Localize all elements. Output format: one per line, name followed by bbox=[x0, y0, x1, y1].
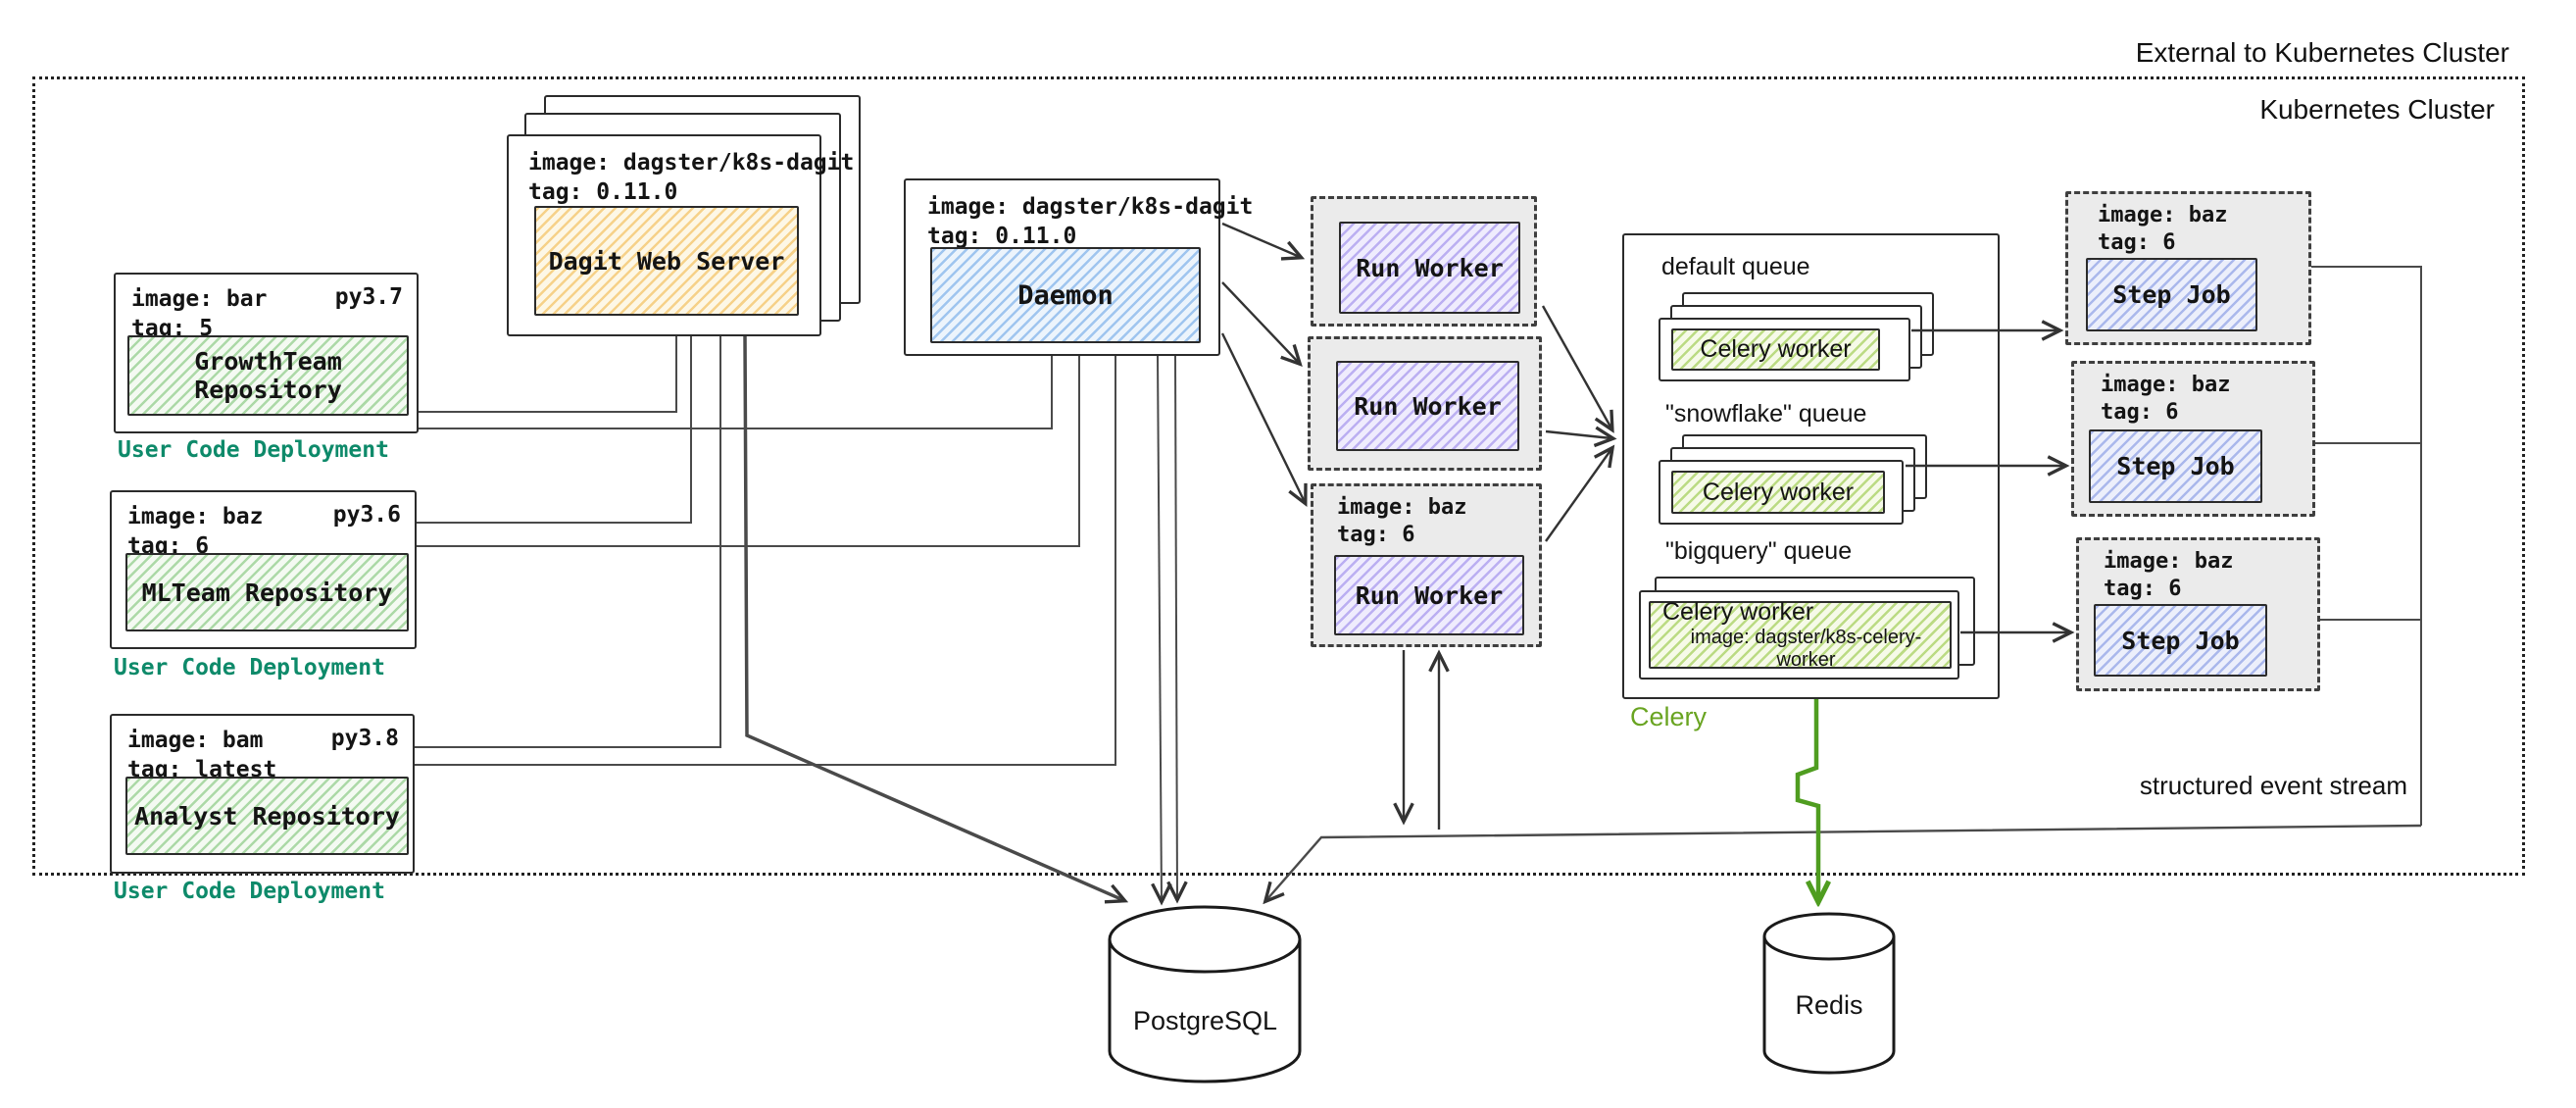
deployment-2-caption: User Code Deployment bbox=[114, 655, 385, 680]
run-worker-pod-2: Run Worker bbox=[1308, 336, 1542, 471]
step-job-3-image: image: baz bbox=[2104, 549, 2234, 574]
run-worker-3-box: Run Worker bbox=[1334, 555, 1524, 635]
bigquery-queue-label: "bigquery" queue bbox=[1665, 537, 1853, 565]
daemon-name: Daemon bbox=[1017, 279, 1114, 311]
celery-worker-name: Celery worker bbox=[1702, 478, 1855, 506]
step-job-1-box: Step Job bbox=[2086, 258, 2257, 331]
daemon-box: Daemon bbox=[930, 247, 1201, 343]
step-job-3-tag: tag: 6 bbox=[2104, 577, 2182, 601]
run-worker-name: Run Worker bbox=[1356, 253, 1504, 282]
mlteam-repository-box: MLTeam Repository bbox=[125, 553, 409, 631]
repository-name: MLTeam Repository bbox=[141, 578, 393, 607]
step-job-pod-3: image: baz tag: 6 Step Job bbox=[2076, 537, 2320, 691]
deployment-3-caption: User Code Deployment bbox=[114, 879, 385, 904]
celery-worker-bigquery-box: Celery worker image: dagster/k8s-celery-… bbox=[1649, 598, 1952, 671]
external-cluster-label: External to Kubernetes Cluster bbox=[2135, 37, 2509, 68]
celery-worker-default: Celery worker bbox=[1659, 318, 1910, 381]
deployment-2-python-version: py3.6 bbox=[332, 502, 401, 528]
growthteam-repository-box: GrowthTeam Repository bbox=[127, 335, 409, 416]
kubernetes-cluster-label: Kubernetes Cluster bbox=[2259, 94, 2495, 125]
redis-label: Redis bbox=[1795, 990, 1863, 1020]
step-job-name: Step Job bbox=[2121, 626, 2240, 655]
dagit-web-server: image: dagster/k8s-dagit tag: 0.11.0 Dag… bbox=[507, 134, 854, 336]
celery-worker-snowflake-box: Celery worker bbox=[1671, 471, 1885, 514]
step-job-3-box: Step Job bbox=[2094, 604, 2267, 677]
deployment-2-image: image: baz bbox=[127, 504, 264, 529]
postgresql-label: PostgreSQL bbox=[1132, 1006, 1278, 1035]
step-job-pod-1: image: baz tag: 6 Step Job bbox=[2065, 191, 2311, 345]
celery-worker-default-box: Celery worker bbox=[1671, 328, 1880, 371]
step-job-2-tag: tag: 6 bbox=[2101, 400, 2179, 425]
celery-worker-name: Celery worker bbox=[1662, 598, 1814, 626]
analyst-repository-box: Analyst Repository bbox=[125, 777, 409, 855]
celery-worker-image: image: dagster/k8s-celery-worker bbox=[1690, 627, 1922, 671]
step-job-1-tag: tag: 6 bbox=[2098, 230, 2176, 255]
user-code-deployment-3: image: bam tag: latest py3.8 Analyst Rep… bbox=[110, 714, 415, 874]
dagit-name: Dagit Web Server bbox=[548, 246, 785, 276]
user-code-deployment-2: image: baz tag: 6 py3.6 MLTeam Repositor… bbox=[110, 490, 417, 649]
celery-worker-bigquery: Celery worker image: dagster/k8s-celery-… bbox=[1639, 590, 1959, 680]
run-worker-2-box: Run Worker bbox=[1336, 361, 1519, 451]
run-worker-name: Run Worker bbox=[1354, 391, 1502, 421]
deployment-1-python-version: py3.7 bbox=[334, 284, 403, 310]
repository-name: Analyst Repository bbox=[134, 801, 400, 831]
run-worker-name: Run Worker bbox=[1355, 580, 1504, 610]
postgresql-database bbox=[1108, 905, 1302, 1083]
snowflake-queue-label: "snowflake" queue bbox=[1665, 400, 1867, 428]
event-stream-label: structured event stream bbox=[2139, 771, 2407, 800]
default-queue-label: default queue bbox=[1661, 253, 1810, 280]
step-job-1-image: image: baz bbox=[2098, 203, 2228, 227]
deployment-3-image: image: bam bbox=[127, 728, 264, 753]
repository-name: GrowthTeam Repository bbox=[194, 347, 342, 404]
dagit-tag: tag: 0.11.0 bbox=[528, 179, 678, 205]
deployment-1-caption: User Code Deployment bbox=[118, 437, 389, 463]
celery-container: default queue Celery worker "snowflake" … bbox=[1622, 233, 2000, 699]
run-worker-1-box: Run Worker bbox=[1339, 222, 1520, 314]
run-worker-pod-1: Run Worker bbox=[1311, 196, 1537, 327]
daemon: image: dagster/k8s-dagit tag: 0.11.0 Dae… bbox=[904, 178, 1253, 356]
step-job-name: Step Job bbox=[2116, 452, 2235, 480]
dagit-web-server-box: Dagit Web Server bbox=[534, 206, 799, 316]
run-worker-3-tag: tag: 6 bbox=[1337, 523, 1415, 547]
step-job-name: Step Job bbox=[2112, 280, 2231, 309]
deployment-3-python-version: py3.8 bbox=[330, 726, 399, 751]
dagit-image: image: dagster/k8s-dagit bbox=[528, 150, 855, 176]
user-code-deployment-1: image: bar tag: 5 py3.7 GrowthTeam Repos… bbox=[114, 273, 419, 433]
celery-caption: Celery bbox=[1630, 702, 1708, 731]
run-worker-pod-3: image: baz tag: 6 Run Worker bbox=[1311, 483, 1542, 647]
step-job-2-box: Step Job bbox=[2089, 429, 2262, 503]
deployment-1-image: image: bar bbox=[131, 286, 268, 312]
daemon-image: image: dagster/k8s-dagit bbox=[927, 194, 1254, 220]
daemon-tag: tag: 0.11.0 bbox=[927, 224, 1077, 249]
step-job-2-image: image: baz bbox=[2101, 373, 2231, 397]
run-worker-3-image: image: baz bbox=[1337, 495, 1467, 520]
step-job-pod-2: image: baz tag: 6 Step Job bbox=[2071, 361, 2315, 517]
celery-worker-name: Celery worker bbox=[1700, 335, 1852, 363]
celery-worker-snowflake: Celery worker bbox=[1659, 460, 1904, 525]
